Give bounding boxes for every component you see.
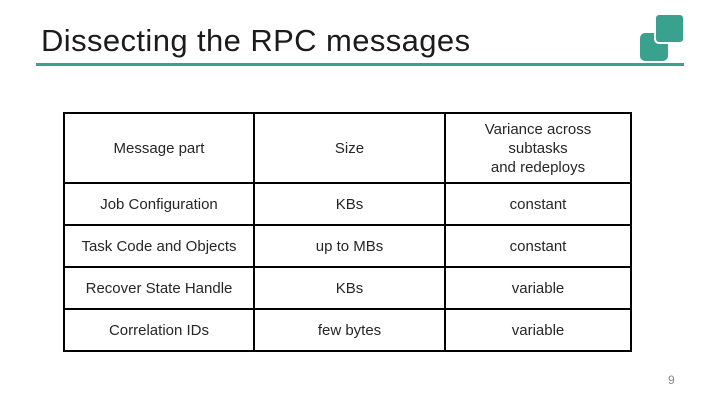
header-variance-line1: Variance across <box>484 120 592 138</box>
cell-size: KBs <box>253 182 446 226</box>
cell-message-part: Task Code and Objects <box>63 224 255 268</box>
table-row: Recover State Handle KBs variable <box>63 266 632 310</box>
cell-variance: constant <box>444 182 632 226</box>
slide-title: Dissecting the RPC messages <box>41 23 471 58</box>
logo-icon <box>636 10 696 66</box>
cell-message-part: Correlation IDs <box>63 308 255 352</box>
header-size: Size <box>253 112 446 184</box>
cell-message-part: Job Configuration <box>63 182 255 226</box>
table-row: Correlation IDs few bytes variable <box>63 308 632 352</box>
table-row: Task Code and Objects up to MBs constant <box>63 224 632 268</box>
table-row: Job Configuration KBs constant <box>63 182 632 226</box>
cell-variance: variable <box>444 308 632 352</box>
cell-variance: variable <box>444 266 632 310</box>
rpc-messages-table: Message part Size Variance across subtas… <box>63 112 632 352</box>
table-header-row: Message part Size Variance across subtas… <box>63 112 632 184</box>
logo-square-front-icon <box>654 13 685 44</box>
header-variance-line3: and redeploys <box>490 158 586 176</box>
cell-size: up to MBs <box>253 224 446 268</box>
cell-message-part: Recover State Handle <box>63 266 255 310</box>
header-variance: Variance across subtasks and redeploys <box>444 112 632 184</box>
page-number: 9 <box>668 373 675 387</box>
title-underline <box>36 63 684 66</box>
header-variance-line2: subtasks <box>508 139 568 157</box>
cell-size: few bytes <box>253 308 446 352</box>
header-message-part: Message part <box>63 112 255 184</box>
cell-variance: constant <box>444 224 632 268</box>
cell-size: KBs <box>253 266 446 310</box>
